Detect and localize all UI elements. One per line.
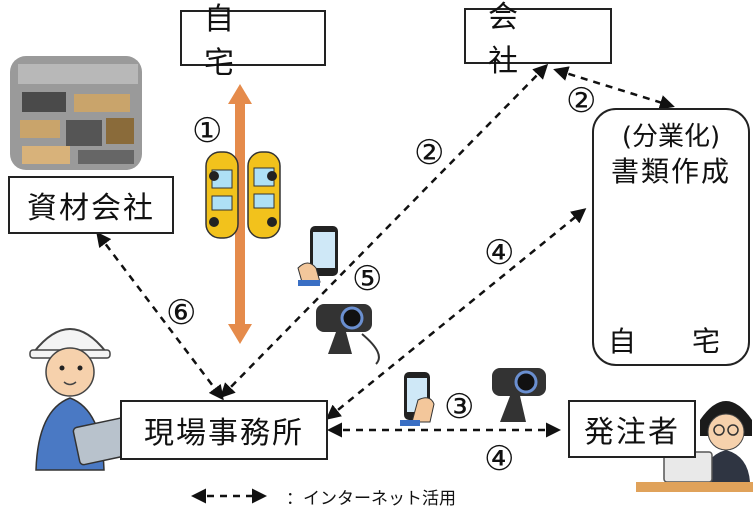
node-home-top: 自 宅 [180, 2, 326, 81]
marker-5: ⑤ [352, 259, 383, 299]
marker-3: ③ [444, 387, 475, 427]
building-materials-icon [10, 56, 142, 170]
smartphone-icon-2 [400, 372, 435, 426]
node-material-company-label: 資材会社 [27, 191, 155, 226]
webcam-icon-2 [492, 368, 546, 422]
node-material-company: 資材会社 [8, 176, 174, 234]
smartphone-icon [297, 226, 338, 286]
node-client-label: 発注者 [584, 415, 680, 450]
webcam-icon [316, 304, 380, 365]
node-division-title: (分業化) [621, 122, 721, 152]
node-client: 発注者 [568, 400, 696, 458]
client-person-icon [636, 401, 753, 492]
node-company-label: 会 社 [488, 0, 592, 79]
dashed-arrow-material-site [96, 231, 224, 401]
legend-label: ：インターネット活用 [286, 489, 456, 509]
marker-2-left: ② [414, 133, 445, 173]
node-home-top-label: 自 宅 [204, 2, 308, 81]
node-home-right: 自 宅 [607, 325, 734, 358]
marker-4-upper: ④ [484, 233, 515, 273]
car-icon [205, 151, 281, 239]
marker-1: ① [192, 111, 223, 151]
marker-6: ⑥ [166, 293, 197, 333]
node-company: 会 社 [464, 0, 612, 79]
node-site-office: 現場事務所 [120, 400, 328, 460]
node-site-office-label: 現場事務所 [144, 416, 304, 451]
marker-2-right: ② [566, 81, 597, 121]
node-division-subtitle: 書類作成 [610, 155, 731, 188]
construction-worker-icon [29, 328, 136, 471]
marker-4-lower: ④ [484, 439, 515, 479]
dashed-arrow-site-home [325, 208, 587, 420]
node-division-home-panel [592, 108, 750, 366]
